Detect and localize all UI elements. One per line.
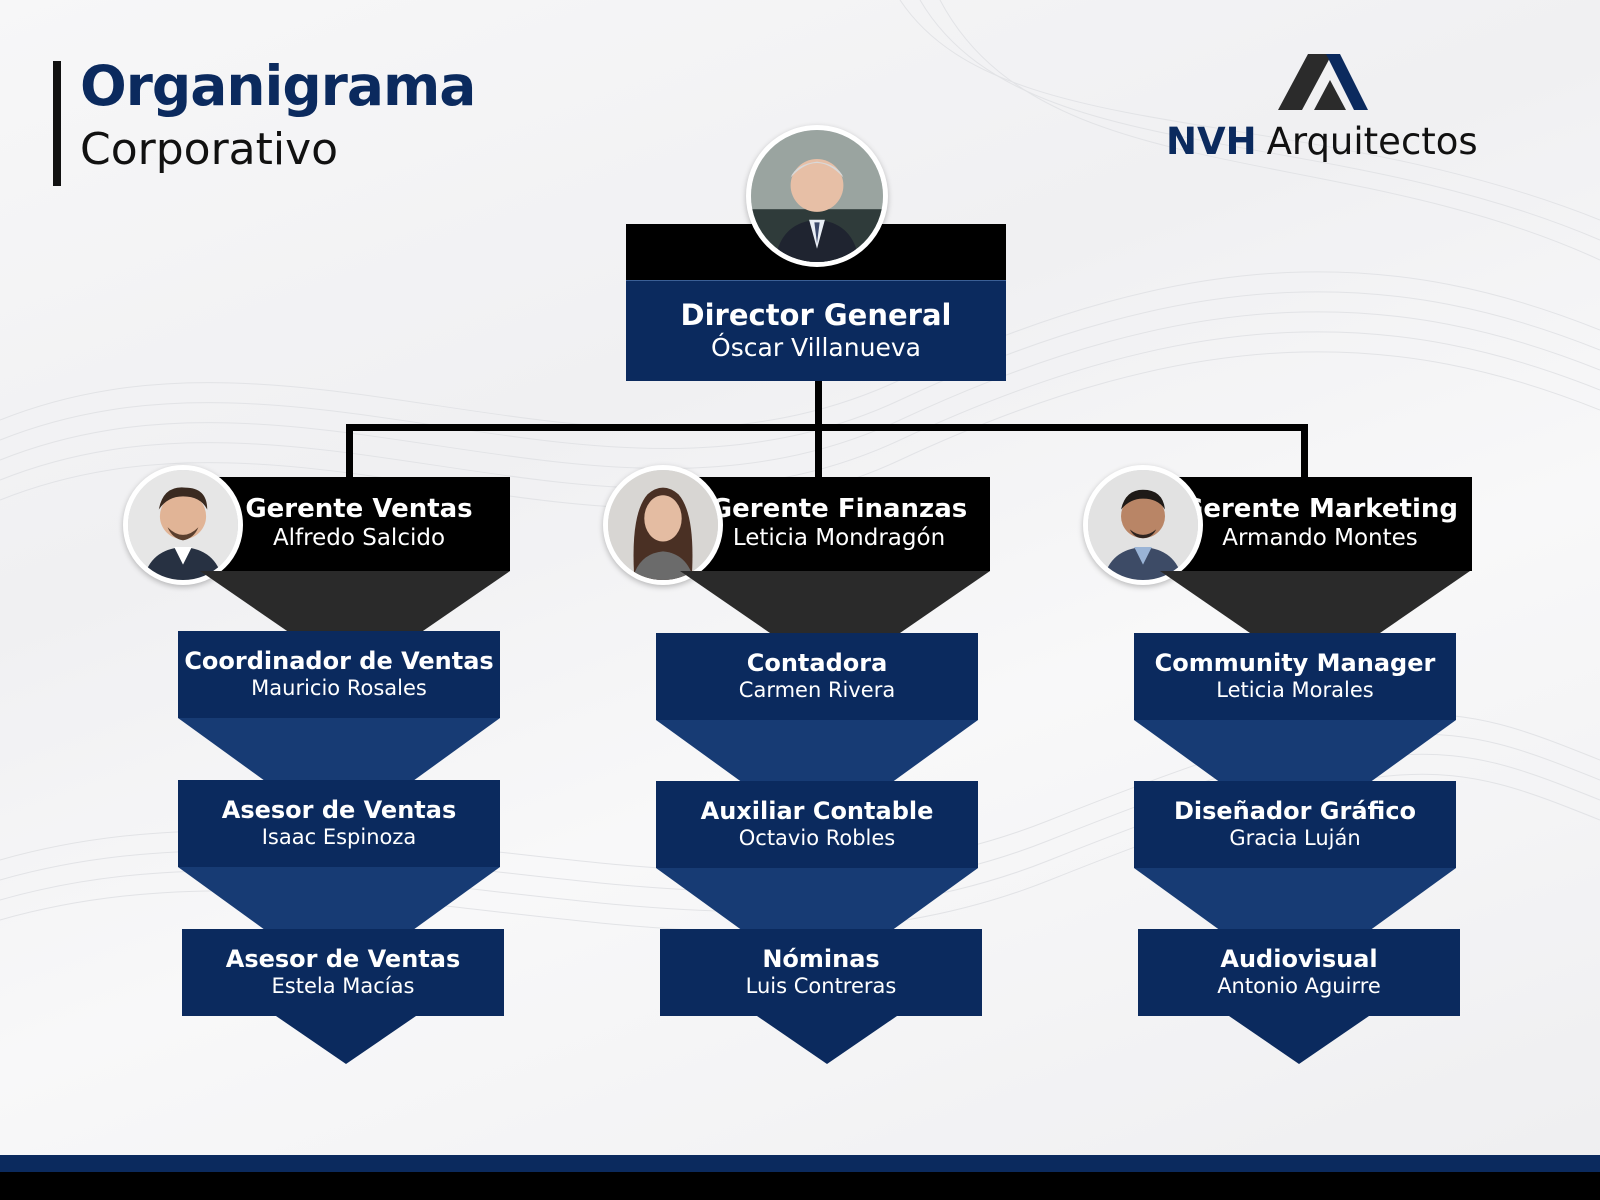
staff-box: Asesor de Ventas Isaac Espinoza — [178, 780, 500, 867]
director-name: Óscar Villanueva — [711, 332, 921, 362]
funnel-marketing-2 — [1134, 868, 1456, 931]
funnel-marketing-1 — [1134, 720, 1456, 783]
funnel-marketing-end — [1229, 1016, 1369, 1064]
funnel-marketing-0 — [1160, 571, 1470, 633]
staff-name: Carmen Rivera — [738, 677, 896, 702]
funnel-finanzas-end — [757, 1016, 897, 1064]
funnel-ventas-1 — [178, 718, 500, 781]
logo-brand: NVH — [1166, 120, 1257, 163]
logo-mountain-icon — [1278, 54, 1368, 110]
staff-role: Asesor de Ventas — [221, 796, 457, 825]
staff-box: Asesor de Ventas Estela Macías — [182, 929, 504, 1016]
footer-band-black — [0, 1172, 1600, 1200]
staff-box: Nóminas Luis Contreras — [660, 929, 982, 1016]
staff-role: Contadora — [746, 649, 888, 678]
staff-role: Coordinador de Ventas — [184, 647, 494, 676]
manager-name: Leticia Mondragón — [732, 525, 946, 552]
page-title: Organigrama — [80, 54, 476, 118]
manager-name: Armando Montes — [1222, 525, 1418, 552]
manager-role: Gerente Ventas — [245, 494, 473, 525]
staff-box: Contadora Carmen Rivera — [656, 633, 978, 720]
funnel-ventas-0 — [200, 571, 510, 633]
staff-role: Diseñador Gráfico — [1173, 797, 1417, 826]
director-avatar — [746, 125, 888, 267]
funnel-ventas-2 — [178, 867, 500, 930]
manager-card-marketing: Gerente Marketing Armando Montes — [1160, 477, 1472, 571]
staff-name: Luis Contreras — [745, 973, 897, 998]
staff-name: Mauricio Rosales — [251, 675, 427, 700]
staff-name: Antonio Aguirre — [1217, 973, 1381, 998]
connector-marketing — [1301, 424, 1308, 479]
title-accent-bar — [53, 61, 61, 186]
manager-role: Gerente Finanzas — [710, 494, 968, 525]
funnel-finanzas-1 — [656, 720, 978, 783]
manager-avatar-marketing — [1083, 465, 1203, 585]
funnel-ventas-end — [276, 1016, 416, 1064]
staff-name: Leticia Morales — [1216, 677, 1374, 702]
manager-name: Alfredo Salcido — [272, 525, 446, 552]
staff-box: Community Manager Leticia Morales — [1134, 633, 1456, 720]
funnel-finanzas-2 — [656, 868, 978, 931]
funnel-finanzas-0 — [680, 571, 990, 633]
staff-role: Community Manager — [1154, 649, 1436, 678]
staff-box: Coordinador de Ventas Mauricio Rosales — [178, 631, 500, 718]
staff-box: Diseñador Gráfico Gracia Luján — [1134, 781, 1456, 868]
manager-card-ventas: Gerente Ventas Alfredo Salcido — [200, 477, 510, 571]
staff-role: Asesor de Ventas — [225, 945, 461, 974]
manager-avatar-ventas — [123, 465, 243, 585]
director-role: Director General — [680, 298, 952, 333]
staff-name: Isaac Espinoza — [261, 824, 417, 849]
director-card: Director General Óscar Villanueva — [626, 280, 1006, 381]
staff-name: Octavio Robles — [738, 825, 896, 850]
staff-role: Audiovisual — [1220, 945, 1378, 974]
staff-role: Nóminas — [762, 945, 880, 974]
footer-band-blue — [0, 1155, 1600, 1172]
connector-horizontal — [346, 424, 1308, 431]
manager-card-finanzas: Gerente Finanzas Leticia Mondragón — [680, 477, 990, 571]
staff-box: Auxiliar Contable Octavio Robles — [656, 781, 978, 868]
staff-box: Audiovisual Antonio Aguirre — [1138, 929, 1460, 1016]
page-subtitle: Corporativo — [80, 124, 339, 175]
staff-name: Estela Macías — [271, 973, 415, 998]
connector-ventas — [346, 424, 353, 479]
manager-role: Gerente Marketing — [1182, 494, 1458, 525]
manager-avatar-finanzas — [603, 465, 723, 585]
staff-name: Gracia Luján — [1229, 825, 1361, 850]
connector-director-down — [815, 381, 822, 431]
staff-role: Auxiliar Contable — [700, 797, 934, 826]
connector-finanzas — [815, 424, 822, 479]
logo-name: Arquitectos — [1266, 120, 1478, 163]
